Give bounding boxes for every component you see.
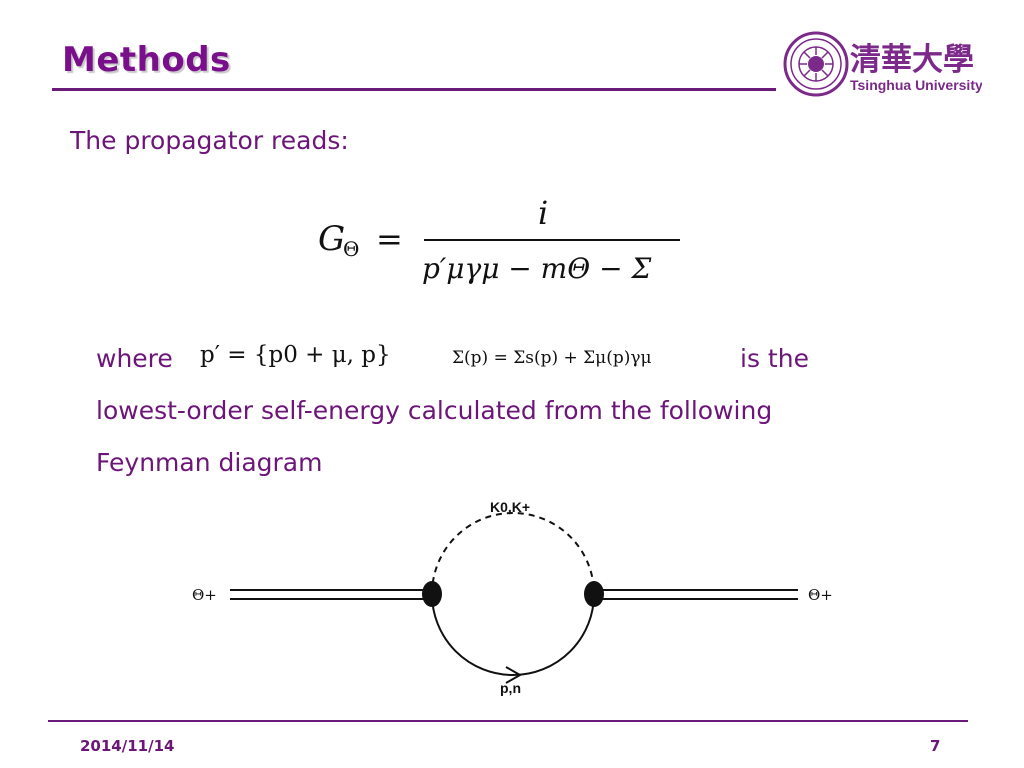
formula-numerator: i	[538, 194, 548, 232]
tsinghua-logo: 清華大學 Tsinghua University	[783, 31, 982, 97]
title-divider	[52, 88, 776, 91]
logo-english-name: Tsinghua University	[850, 77, 982, 93]
formula-equals: =	[376, 220, 403, 258]
right-particle-label: Θ+	[808, 586, 833, 604]
formula-lhs-subscript: Θ	[343, 237, 359, 261]
meson-label: K0,K+	[490, 499, 530, 515]
body-text-line-2: lowest-order self-energy calculated from…	[96, 396, 773, 425]
meson-propagator-dashed	[431, 512, 595, 595]
formula-lhs: G	[318, 219, 345, 259]
where-label: where	[96, 344, 173, 373]
right-vertex	[584, 581, 604, 607]
page-number: 7	[930, 737, 941, 755]
footer-date: 2014/11/14	[80, 737, 175, 755]
intro-text: The propagator reads:	[70, 126, 349, 155]
formula-denominator: p′μγμ − mΘ − Σ	[422, 252, 651, 285]
body-text-line-3: Feynman diagram	[96, 448, 323, 477]
left-vertex	[422, 581, 442, 607]
nucleon-label: p,n	[500, 680, 521, 696]
is-the-text: is the	[740, 344, 809, 373]
slide-title: Methods	[62, 40, 231, 80]
propagator-formula: G Θ = i p′μγμ − mΘ − Σ	[318, 194, 680, 285]
sigma-definition: Σ(p) = Σs(p) + Σμ(p)γμ	[452, 348, 652, 368]
p-prime-definition: p′ = {p0 + μ, p}	[200, 342, 391, 368]
left-particle-label: Θ+	[192, 586, 217, 604]
footer-divider	[48, 720, 968, 722]
university-seal-icon	[783, 31, 849, 97]
arrow-icon	[505, 666, 523, 684]
nucleon-propagator-solid	[431, 593, 595, 676]
logo-chinese-name: 清華大學	[850, 42, 974, 78]
feynman-diagram: Θ+ Θ+ K0,K+ p,n	[192, 499, 833, 696]
